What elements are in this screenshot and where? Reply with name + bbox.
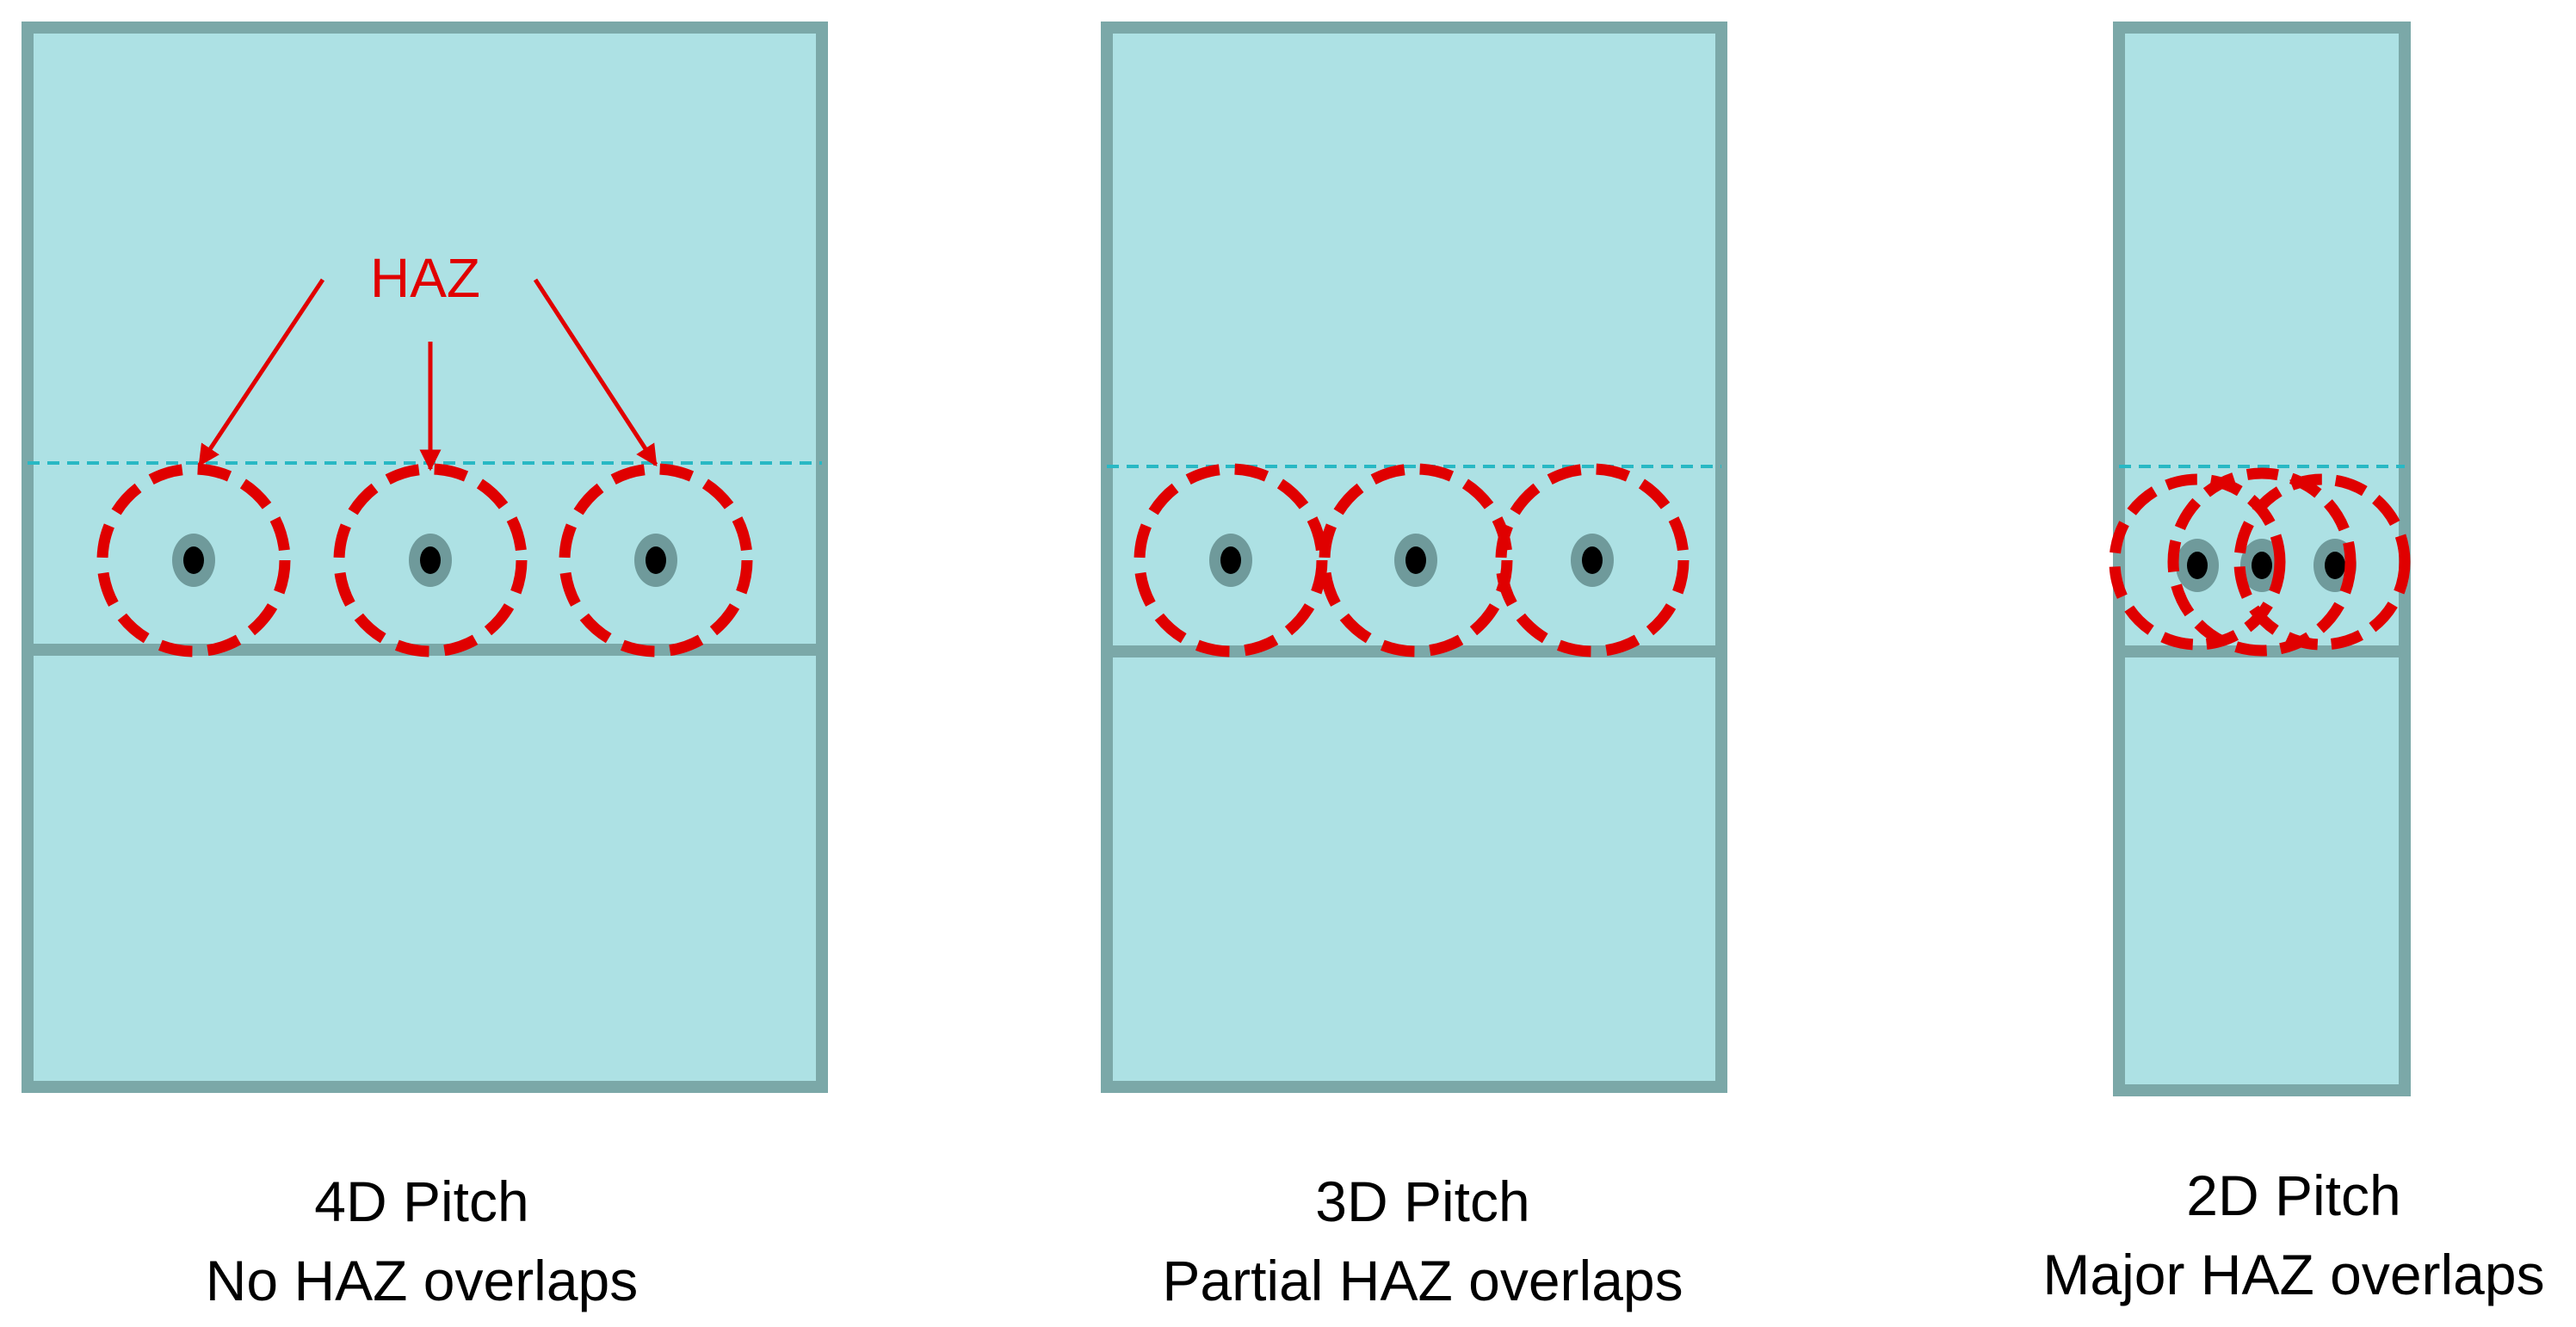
hole bbox=[2176, 539, 2219, 592]
haz-circle bbox=[1319, 463, 1513, 657]
caption-title: 2D Pitch bbox=[2186, 1163, 2401, 1227]
haz-circle bbox=[2167, 467, 2357, 657]
haz-circle bbox=[559, 463, 753, 657]
caption-subtitle: Major HAZ overlaps bbox=[2042, 1243, 2545, 1306]
caption-subtitle: Partial HAZ overlaps bbox=[1162, 1249, 1683, 1312]
hole-core bbox=[1220, 546, 1241, 574]
hole bbox=[559, 463, 753, 657]
haz-arrow-left bbox=[197, 278, 325, 467]
haz-circle bbox=[1134, 463, 1328, 657]
hole bbox=[333, 463, 528, 657]
haz-circle bbox=[2109, 473, 2286, 651]
caption-2d: 2D Pitch Major HAZ overlaps bbox=[2027, 1156, 2561, 1314]
caption-title: 3D Pitch bbox=[1315, 1170, 1530, 1233]
material-block bbox=[2113, 22, 2411, 1096]
hole-core bbox=[1582, 546, 1603, 574]
caption-4d: 4D Pitch No HAZ overlaps bbox=[146, 1162, 697, 1320]
caption-subtitle: No HAZ overlaps bbox=[205, 1249, 639, 1312]
haz-circle bbox=[1495, 463, 1690, 657]
haz-circle bbox=[2233, 473, 2411, 651]
hole bbox=[1134, 463, 1328, 657]
hole bbox=[96, 463, 291, 657]
haz-circle bbox=[96, 463, 291, 657]
caption-3d: 3D Pitch Partial HAZ overlaps bbox=[1147, 1162, 1698, 1320]
panel-2d bbox=[2109, 22, 2411, 1096]
hole-core bbox=[183, 546, 204, 574]
hole-core bbox=[2187, 552, 2208, 579]
caption-title: 4D Pitch bbox=[314, 1170, 529, 1233]
hole-core bbox=[1405, 546, 1426, 574]
haz-circle bbox=[333, 463, 528, 657]
panel-4d: HAZ bbox=[22, 22, 828, 1093]
hole-core bbox=[2252, 552, 2272, 579]
hole-core bbox=[646, 546, 666, 574]
hole bbox=[1319, 463, 1513, 657]
panel-3d bbox=[1101, 22, 1727, 1093]
hole-core bbox=[2325, 552, 2345, 579]
hole bbox=[1495, 463, 1690, 657]
haz-label: HAZ bbox=[370, 247, 480, 309]
hole-core bbox=[420, 546, 441, 574]
haz-arrow-right bbox=[533, 278, 658, 467]
